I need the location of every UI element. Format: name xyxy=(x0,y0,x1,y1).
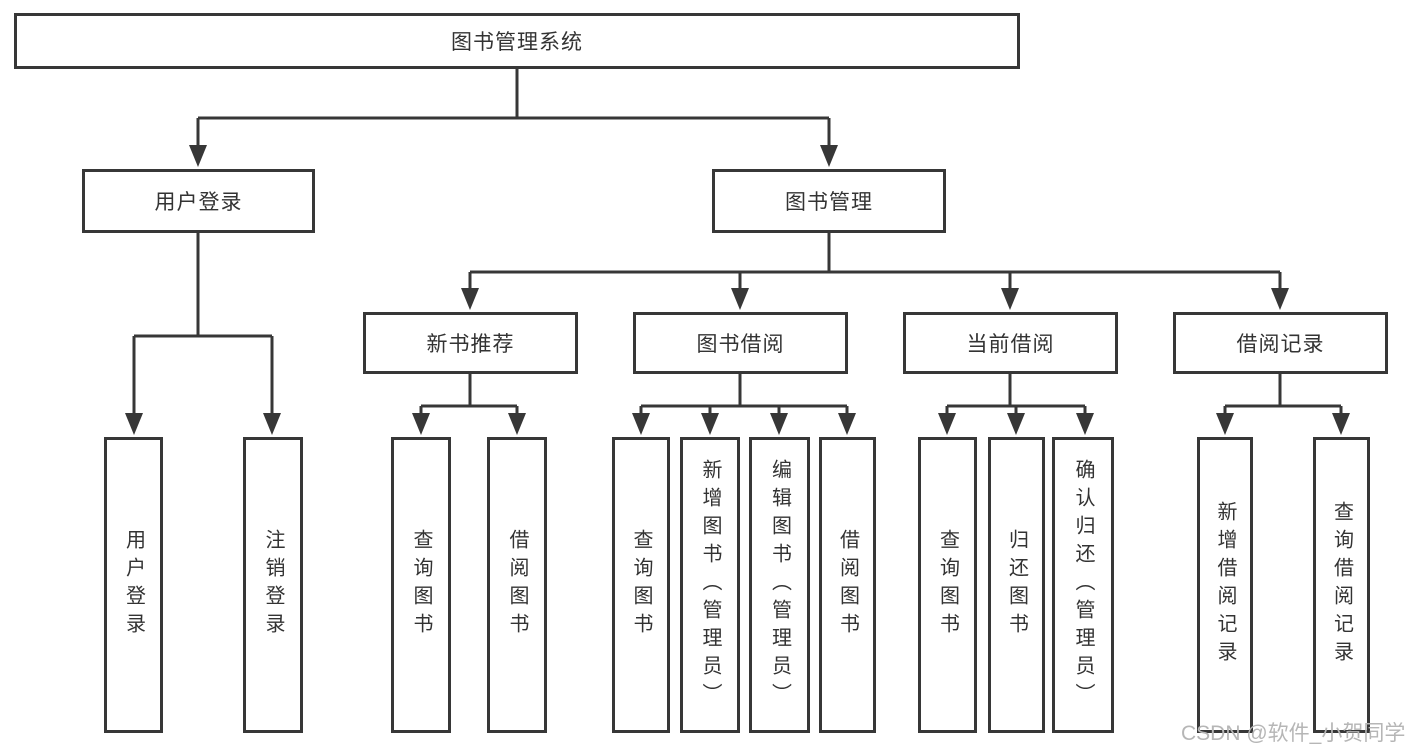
leaf-borrow-book-borrow-label: 借阅图书 xyxy=(836,529,859,641)
arrowhead-icon xyxy=(1271,288,1289,310)
node-borrow-record-label: 借阅记录 xyxy=(1236,333,1325,356)
arrowhead-icon xyxy=(1007,413,1025,435)
node-book-mgmt: 图书管理 xyxy=(712,169,946,233)
arrowhead-icon xyxy=(125,413,143,435)
node-borrow-record: 借阅记录 xyxy=(1173,312,1388,374)
csdn-watermark: CSDN @软件_小贺同学 xyxy=(1181,722,1405,745)
node-new-book-recommend: 新书推荐 xyxy=(363,312,578,374)
leaf-query-book-current-label: 查询图书 xyxy=(936,529,959,641)
node-current-borrow-label: 当前借阅 xyxy=(966,333,1055,356)
arrowhead-icon xyxy=(1216,413,1234,435)
node-book-borrow: 图书借阅 xyxy=(633,312,848,374)
leaf-query-book-current: 查询图书 xyxy=(918,437,977,733)
node-user-login-label: 用户登录 xyxy=(154,191,243,214)
arrowhead-icon xyxy=(1076,413,1094,435)
arrowhead-icon xyxy=(1332,413,1350,435)
arrowhead-icon xyxy=(938,413,956,435)
leaf-confirm-return-admin-label: 确认归还（管理员） xyxy=(1072,459,1094,711)
leaf-logout-label: 注销登录 xyxy=(262,529,284,641)
arrowhead-icon xyxy=(632,413,650,435)
leaf-add-borrow-record: 新增借阅记录 xyxy=(1197,437,1253,733)
leaf-user-login: 用户登录 xyxy=(104,437,163,733)
leaf-query-book-borrow: 查询图书 xyxy=(612,437,670,733)
leaf-add-book-admin: 新增图书（管理员） xyxy=(680,437,740,733)
arrowhead-icon xyxy=(820,145,838,167)
arrowhead-icon xyxy=(770,413,788,435)
leaf-query-borrow-record-label: 查询借阅记录 xyxy=(1330,501,1353,669)
arrowhead-icon xyxy=(701,413,719,435)
leaf-return-book-label: 归还图书 xyxy=(1005,529,1028,641)
leaf-edit-book-admin-label: 编辑图书（管理员） xyxy=(768,459,791,711)
leaf-query-book-newbook: 查询图书 xyxy=(391,437,451,733)
arrowhead-icon xyxy=(838,413,856,435)
connector-book-borrow-to-leaves xyxy=(632,374,856,435)
leaf-return-book: 归还图书 xyxy=(988,437,1045,733)
leaf-edit-book-admin: 编辑图书（管理员） xyxy=(749,437,810,733)
leaf-logout: 注销登录 xyxy=(243,437,303,733)
leaf-add-book-admin-label: 新增图书（管理员） xyxy=(699,459,721,711)
connector-current-borrow-to-leaves xyxy=(938,374,1094,435)
node-book-borrow-label: 图书借阅 xyxy=(696,333,785,356)
connector-user-login-to-leaves xyxy=(125,233,281,435)
arrowhead-icon xyxy=(461,288,479,310)
node-user-login: 用户登录 xyxy=(82,169,315,233)
leaf-user-login-label: 用户登录 xyxy=(122,529,145,641)
arrowhead-icon xyxy=(1001,288,1019,310)
leaf-add-borrow-record-label: 新增借阅记录 xyxy=(1214,501,1236,669)
arrowhead-icon xyxy=(412,413,430,435)
connector-root-to-level2 xyxy=(189,69,838,167)
node-root: 图书管理系统 xyxy=(14,13,1020,69)
leaf-confirm-return-admin: 确认归还（管理员） xyxy=(1052,437,1114,733)
node-book-mgmt-label: 图书管理 xyxy=(785,191,873,214)
leaf-query-book-newbook-label: 查询图书 xyxy=(410,529,432,641)
arrowhead-icon xyxy=(508,413,526,435)
leaf-borrow-book-newbook: 借阅图书 xyxy=(487,437,547,733)
arrowhead-icon xyxy=(189,145,207,167)
leaf-query-borrow-record: 查询借阅记录 xyxy=(1313,437,1370,733)
leaf-query-book-borrow-label: 查询图书 xyxy=(630,529,652,641)
arrowhead-icon xyxy=(263,413,281,435)
arrowhead-icon xyxy=(731,288,749,310)
node-new-book-recommend-label: 新书推荐 xyxy=(426,333,515,356)
leaf-borrow-book-newbook-label: 借阅图书 xyxy=(506,529,528,641)
node-current-borrow: 当前借阅 xyxy=(903,312,1118,374)
leaf-borrow-book-borrow: 借阅图书 xyxy=(819,437,876,733)
connector-book-mgmt-to-level3 xyxy=(461,233,1289,310)
connector-borrow-record-to-leaves xyxy=(1216,374,1350,435)
connector-new-book-to-leaves xyxy=(412,374,526,435)
node-root-label: 图书管理系统 xyxy=(451,31,583,54)
